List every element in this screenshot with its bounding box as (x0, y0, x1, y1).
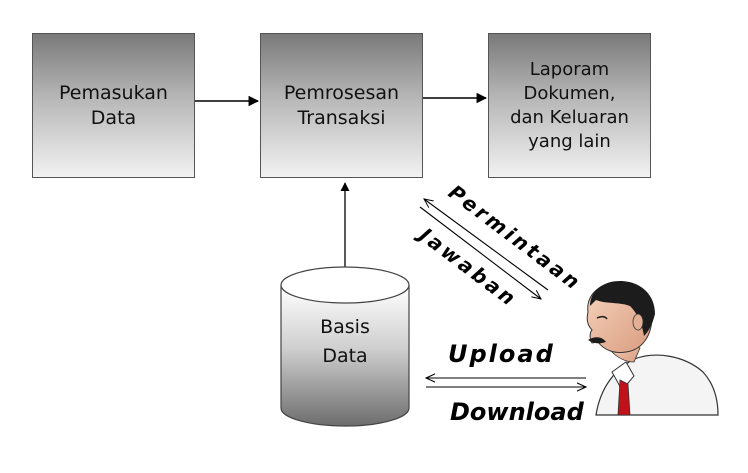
transaction-processing-label: Pemrosesan Transaksi (283, 81, 400, 129)
arrow-response (419, 206, 541, 299)
upload-label: Upload (448, 340, 555, 368)
database-label-line1: Basis (320, 316, 370, 338)
output-reports-box: Laporam Dokumen, dan Keluaran yang lain (488, 33, 651, 178)
person-icon (586, 281, 719, 416)
input-data-label: Pemasukan Data (59, 81, 168, 129)
download-label: Download (450, 398, 585, 426)
arrow-request (424, 199, 549, 291)
transaction-processing-box: Pemrosesan Transaksi (260, 33, 423, 178)
input-data-box: Pemasukan Data (32, 33, 195, 178)
database-cylinder (280, 266, 410, 427)
output-reports-label: Laporam Dokumen, dan Keluaran yang lain (510, 58, 629, 152)
database-label-line2: Data (322, 345, 367, 367)
